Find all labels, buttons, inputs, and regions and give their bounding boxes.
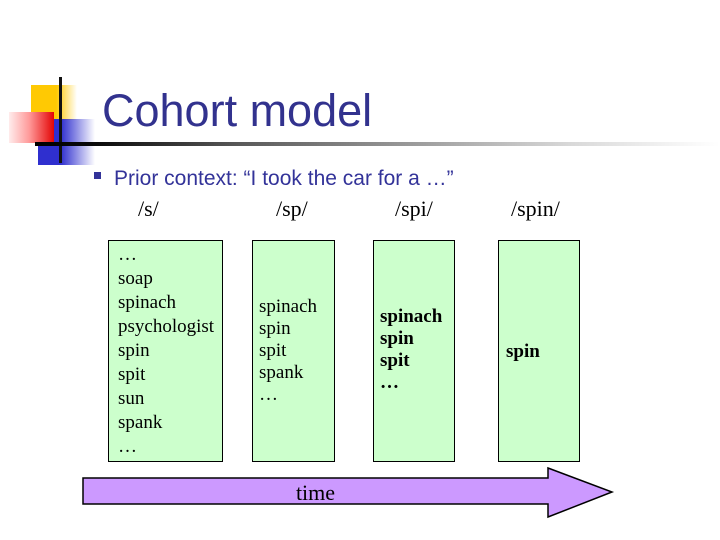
- time-axis-label: time: [295, 480, 336, 505]
- phoneme-label-s: /s/: [138, 196, 159, 221]
- cohort-box-s: … soap spinach psychologist spin spit su…: [108, 240, 223, 462]
- phoneme-label-spin: /spin/: [511, 196, 560, 221]
- title-underline-rule: [35, 142, 720, 146]
- time-arrow-shape: [82, 466, 615, 519]
- time-arrow-icon: [82, 466, 615, 519]
- decoration-vertical-line: [59, 77, 62, 163]
- decoration-red-square: [9, 112, 54, 143]
- page-title: Cohort model: [102, 85, 373, 136]
- cohort-box-spin: spin: [498, 240, 580, 462]
- prior-context-text: Prior context: “I took the car for a …”: [114, 167, 454, 190]
- phoneme-label-spi: /spi/: [395, 196, 433, 221]
- bullet-square-icon: [94, 172, 101, 179]
- cohort-box-spi: spinach spin spit …: [373, 240, 455, 462]
- phoneme-label-sp: /sp/: [276, 196, 308, 221]
- cohort-box-sp: spinach spin spit spank …: [252, 240, 335, 462]
